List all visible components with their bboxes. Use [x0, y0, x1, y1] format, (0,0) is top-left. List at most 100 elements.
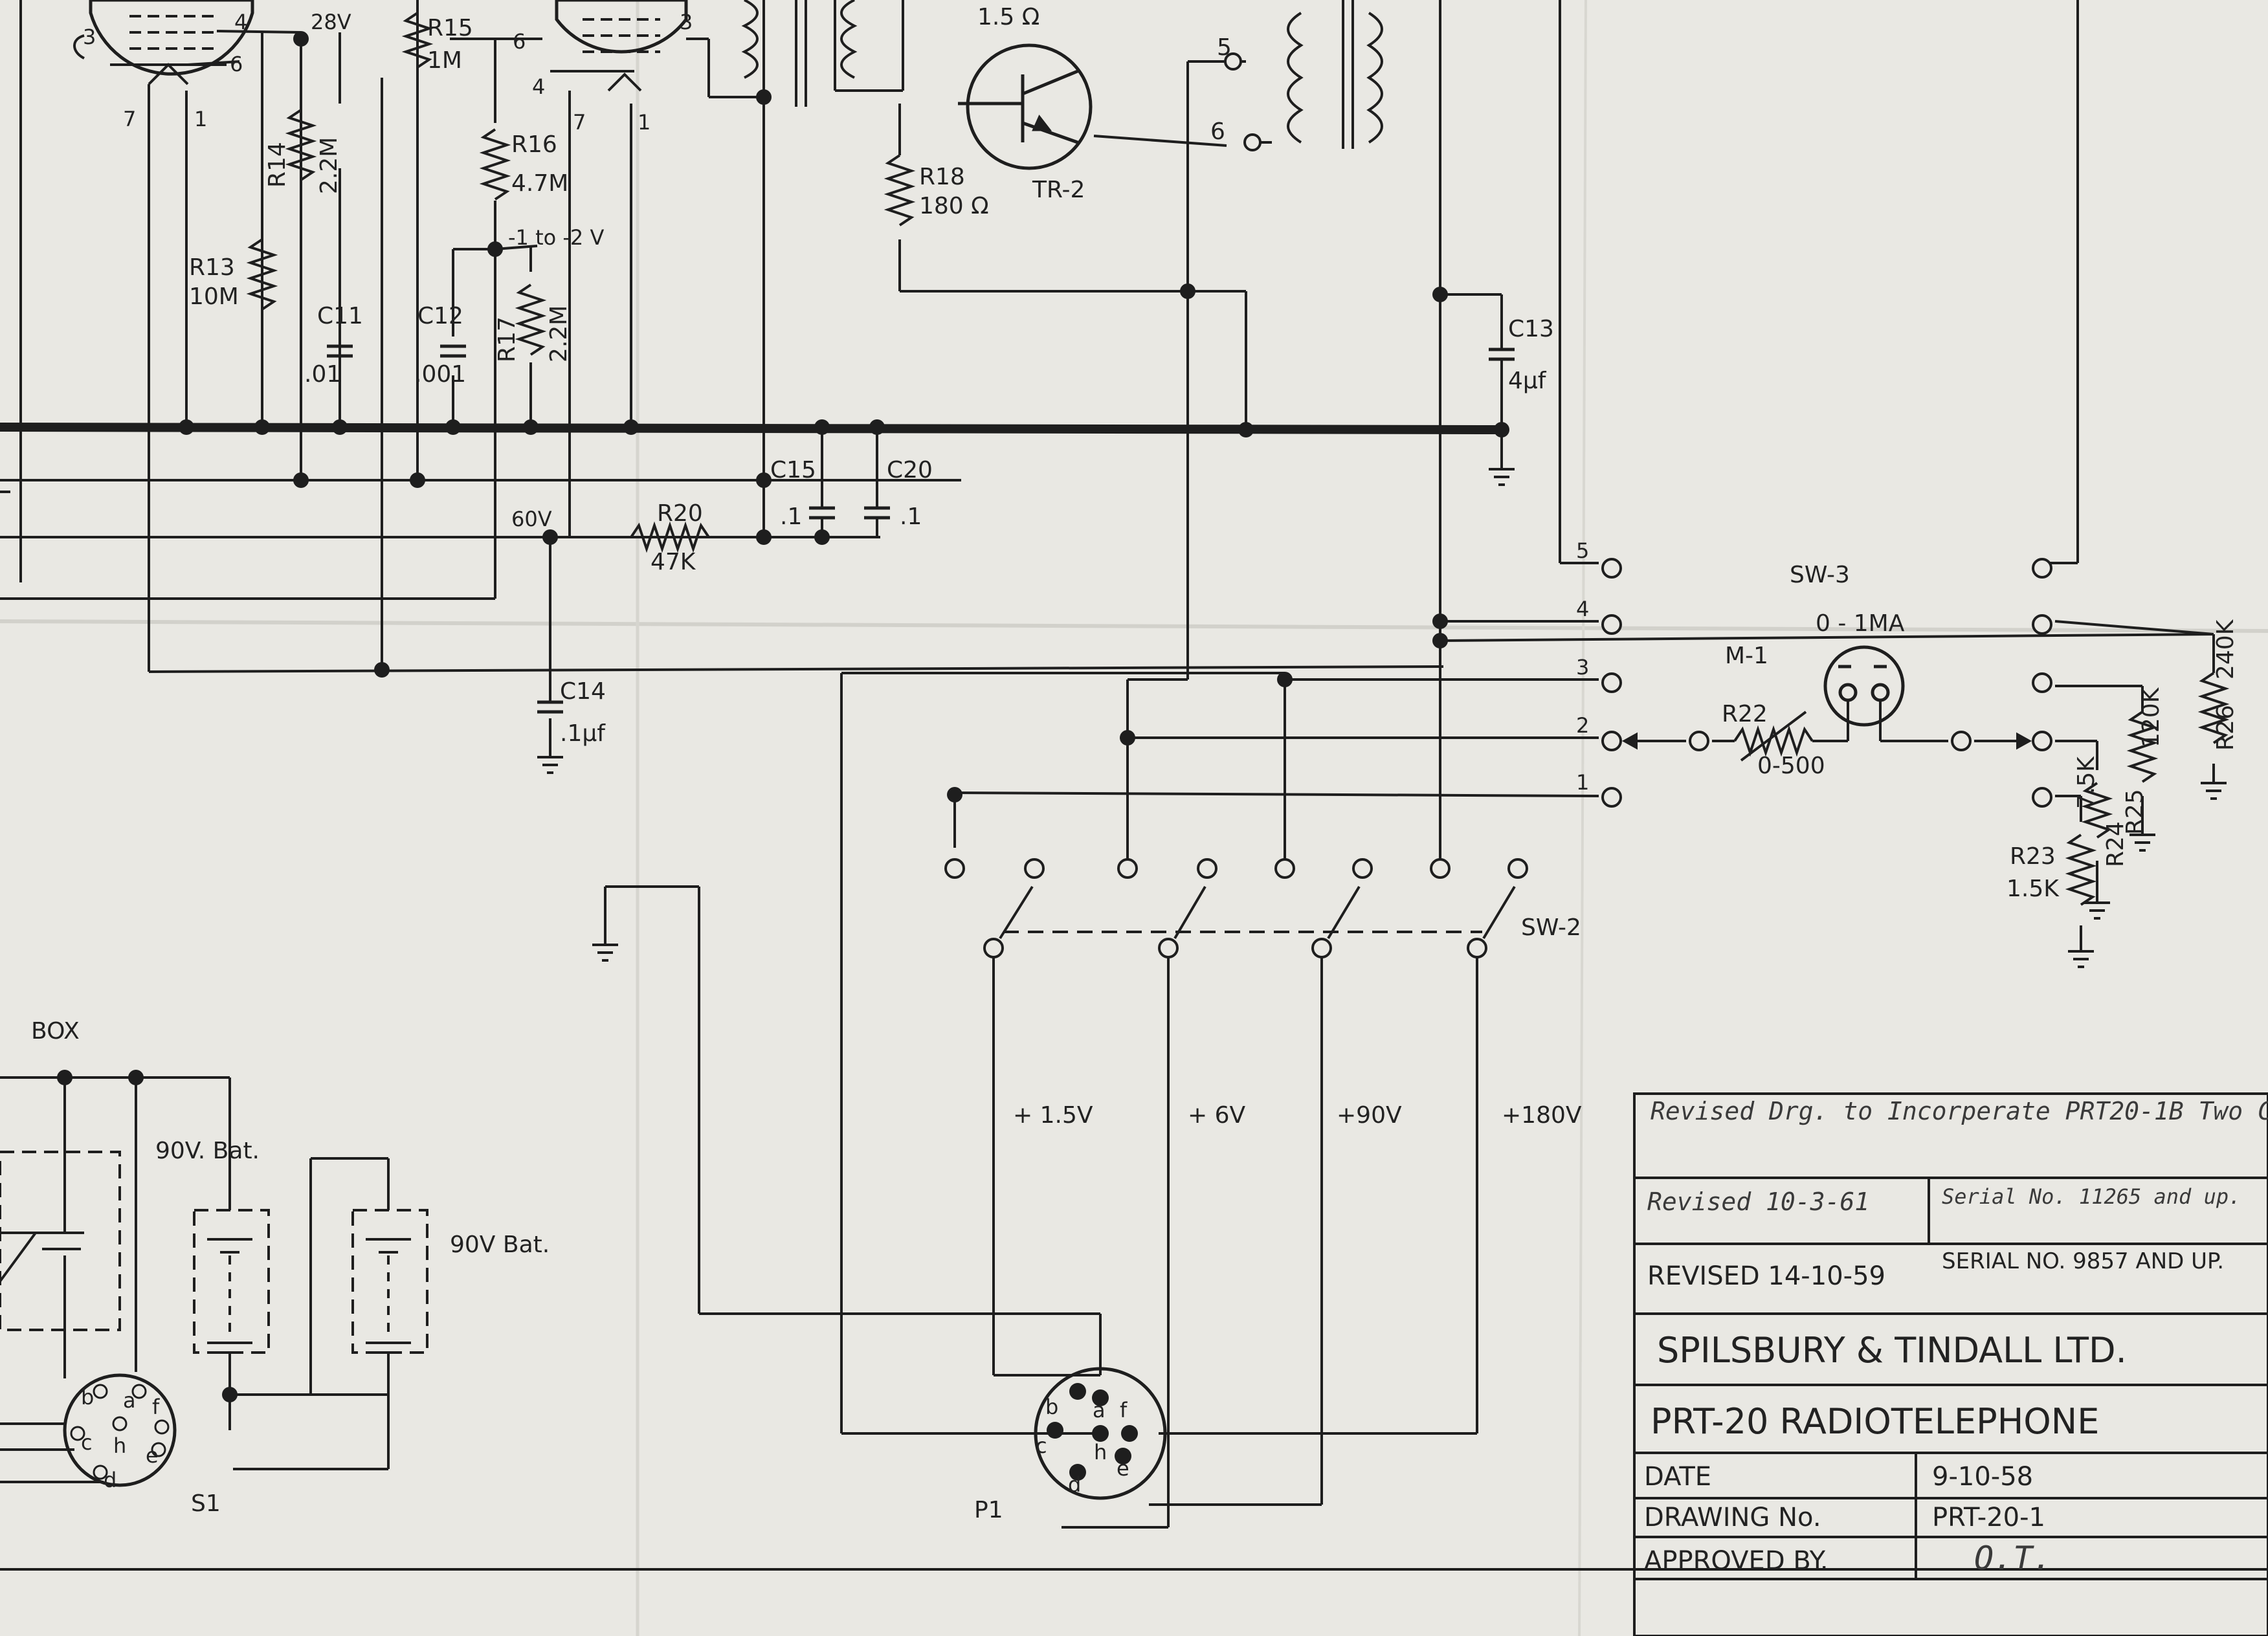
- tr2-ref: TR-2: [1032, 177, 1085, 203]
- transformer-pin-6: 6: [1210, 118, 1225, 145]
- connector-p1-label: P1: [974, 1497, 1003, 1523]
- p1-pin-b: b: [1045, 1395, 1058, 1419]
- date-value: 9-10-58: [1932, 1462, 2033, 1492]
- r20-zigzag: [630, 521, 710, 553]
- s1-pin-c: c: [81, 1430, 93, 1455]
- company-name: SPILSBURY & TINDALL LTD.: [1657, 1330, 2127, 1371]
- v2-pin-7: 7: [573, 110, 586, 135]
- v1-pin-7: 7: [123, 107, 136, 131]
- r26-value: 240K: [2212, 619, 2239, 680]
- junction-dots: [57, 31, 1509, 1402]
- sw3-position-4: 4: [1576, 597, 1589, 621]
- voltage-bias: -1 to -2 V: [508, 225, 604, 250]
- r15-value: 1M: [427, 47, 462, 74]
- paper-fold-horizontal: [0, 619, 2268, 633]
- p1-pin-d: d: [1068, 1472, 1081, 1497]
- r17-zigzag: [515, 283, 547, 356]
- paper-fold-vertical-2: [1578, 0, 1587, 1636]
- m1-ref: M-1: [1725, 643, 1768, 669]
- v1-pin-3: 3: [83, 25, 96, 49]
- r13-value: 10M: [189, 283, 239, 310]
- r16-zigzag: [479, 128, 511, 201]
- r15-zigzag: [401, 12, 434, 69]
- battery-box-cells: [0, 1151, 428, 1354]
- s1-pin-h: h: [113, 1433, 126, 1458]
- v2-pin-1: 1: [638, 110, 650, 135]
- s1-pin-a: a: [123, 1388, 136, 1413]
- c11-value: .01: [304, 361, 341, 388]
- v1-pin-6: 6: [230, 52, 243, 76]
- sw2-label: SW-2: [1521, 914, 1581, 941]
- p1-pin-h: h: [1094, 1440, 1107, 1465]
- c20-value: .1: [900, 503, 922, 530]
- r14-zigzag: [285, 109, 317, 181]
- revision-1-text: Revised Drg. to Incorperate PRT20-1B Two…: [1651, 1097, 2268, 1125]
- r22-ref: R22: [1722, 701, 1768, 727]
- transformer-t1: [741, 0, 858, 107]
- sw2-switch[interactable]: [944, 858, 1528, 958]
- c13-ref: C13: [1508, 316, 1554, 342]
- voltage-60v: 60V: [511, 507, 552, 531]
- sw3-position-2: 2: [1576, 713, 1589, 738]
- resistors: [246, 12, 2230, 906]
- meter-m1: [1823, 645, 1905, 727]
- c14-value: .1µf: [560, 720, 606, 747]
- approved-by-initials: O.T.: [1974, 1540, 2052, 1577]
- m1-range: 0 - 1MA: [1816, 610, 1905, 637]
- r25-value: 120K: [2138, 687, 2164, 747]
- sw3-label: SW-3: [1790, 562, 1850, 588]
- battery-1-label: 90V. Bat.: [155, 1138, 260, 1164]
- p1-pin-f: f: [1120, 1398, 1128, 1422]
- r24-value: 7.5K: [2073, 756, 2100, 809]
- r18-value: 180 Ω: [919, 193, 989, 219]
- r22-value: 0-500: [1757, 753, 1825, 779]
- supply-6v: + 6V: [1188, 1102, 1246, 1129]
- sw3-position-5: 5: [1576, 538, 1589, 563]
- vacuum-tube-v1: [89, 0, 254, 85]
- sw3-position-3: 3: [1576, 655, 1589, 680]
- s1-pin-b: b: [81, 1385, 94, 1409]
- v2-pin-4: 4: [532, 74, 545, 99]
- r17-ref: R17: [494, 316, 520, 362]
- battery-box-label: BOX: [31, 1018, 80, 1045]
- v2-pin-6: 6: [513, 29, 526, 54]
- supply-1-5v: + 1.5V: [1013, 1102, 1093, 1129]
- approved-by-label: APPROVED BY.: [1644, 1546, 1829, 1576]
- voltage-28v: 28V: [311, 10, 351, 34]
- revision-3-note: SERIAL NO. 9857 AND UP.: [1942, 1248, 2224, 1274]
- r15-ref: R15: [427, 15, 473, 41]
- r26-zigzag: [2197, 672, 2230, 744]
- vacuum-tube-v2: [550, 0, 688, 92]
- r24-zigzag: [2081, 782, 2113, 839]
- title-block-frame: [1633, 1092, 2268, 1636]
- v1-pin-1: 1: [194, 107, 207, 131]
- v1-pin-4: 4: [234, 10, 247, 34]
- revision-3-text: REVISED 14-10-59: [1647, 1261, 1885, 1291]
- s1-pin-d: d: [104, 1468, 117, 1492]
- supply-90v: +90V: [1337, 1102, 1402, 1129]
- r25-zigzag: [2126, 711, 2159, 783]
- r14-value: 2.2M: [316, 137, 342, 194]
- revision-2-note: Serial No. 11265 and up.: [1942, 1184, 2241, 1209]
- r22-zigzag: [1733, 725, 1814, 757]
- transformer-t2: [1287, 0, 1383, 149]
- capacitors: [327, 344, 1515, 714]
- supply-180v: +180V: [1502, 1102, 1582, 1129]
- r18-ref: R18: [919, 164, 965, 190]
- wiring: [0, 0, 2268, 1571]
- r26-ref: R26: [2212, 705, 2239, 751]
- drawing-number-value: PRT-20-1: [1932, 1503, 2045, 1532]
- transformer-pin-5: 5: [1217, 34, 1232, 61]
- revision-2-text: Revised 10-3-61: [1647, 1188, 1869, 1216]
- c20-ref: C20: [887, 457, 933, 483]
- c15-ref: C15: [770, 457, 816, 483]
- tr2-value: 1.5 Ω: [977, 4, 1040, 30]
- transistor-tr2: [958, 43, 1093, 170]
- revision-1: Revised Drg. to Incorperate PRT20-1B Two…: [1651, 1097, 2268, 1125]
- sw3-contacts[interactable]: [1601, 558, 2052, 808]
- v2-pin-3: 3: [680, 10, 693, 34]
- c12-value: .001: [414, 361, 466, 388]
- r17-value: 2.2M: [546, 305, 572, 362]
